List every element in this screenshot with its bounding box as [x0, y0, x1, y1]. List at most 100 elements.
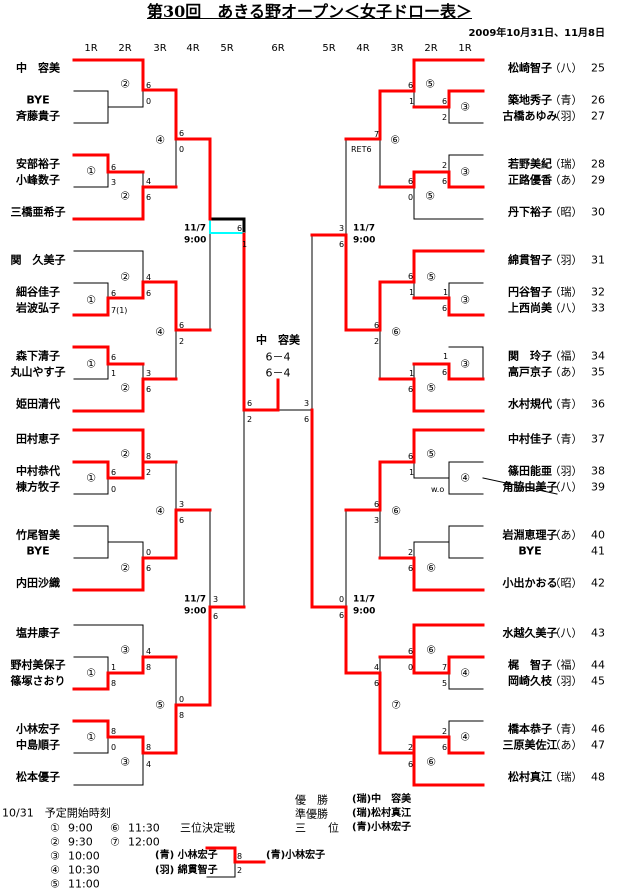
player-club: （八） [549, 480, 583, 494]
score: 6 [374, 679, 380, 688]
score: 3 [213, 595, 219, 604]
result-name: (瑞)松村真江 [352, 808, 412, 819]
match-number-icon: ⑥ [426, 755, 436, 769]
score: 8 [146, 743, 152, 752]
player-number: 38 [591, 464, 605, 478]
player-club: （八） [549, 626, 583, 640]
final-set-1: 6－4 [265, 350, 291, 364]
player-number: 34 [591, 349, 605, 363]
score: 3 [304, 399, 310, 408]
start-time-value: 11:00 [68, 877, 100, 891]
player-club: （昭） [549, 576, 583, 590]
start-time-mark: ⑤ [50, 877, 60, 891]
score: 6 [408, 272, 414, 281]
match-number-icon: ④ [155, 325, 165, 339]
score: 0 [339, 595, 345, 604]
score: 6 [408, 385, 414, 394]
score: 2 [408, 548, 414, 557]
match-number-icon: ③ [460, 165, 470, 179]
player-name-left: 中 容美 [16, 61, 60, 75]
player-name-left: 篠塚さおり [10, 674, 66, 688]
player-number: 33 [591, 301, 605, 315]
winner-line [72, 280, 212, 332]
player-name-right: 古橋あゆみ [502, 109, 558, 123]
winner-line [72, 58, 212, 221]
player-number: 39 [591, 480, 605, 494]
player-name-right: 岡崎久枝 [508, 674, 552, 688]
winner-line [310, 408, 485, 755]
winner-line [72, 185, 178, 221]
player-name-left: 丸山やす子 [10, 365, 66, 379]
event-date: 2009年10月31日、11月8日 [468, 28, 605, 39]
player-number: 35 [591, 365, 605, 379]
round-label-left: 2R [118, 43, 132, 54]
round-label-right: 1R [458, 43, 472, 54]
third-place-heading: 三位決定戦 [180, 821, 235, 835]
player-name-left: 棟方牧子 [16, 480, 60, 494]
round-label-right: 5R [322, 43, 336, 54]
schedule-date: 11/7 [353, 594, 376, 605]
score: 3 [374, 516, 380, 525]
start-time-value: 10:30 [68, 863, 100, 877]
player-name-right: 上西尚美 [508, 301, 552, 315]
player-name-left: 田村恵子 [16, 432, 60, 446]
player-name-right: 円谷智子 [508, 285, 552, 299]
player-number: 29 [591, 173, 605, 187]
score: 4 [146, 760, 152, 769]
round-label-left: 1R [84, 43, 98, 54]
score: 3 [111, 178, 117, 187]
player-name-right: 松崎智子 [508, 61, 552, 75]
player-name-right: 梶 智子 [508, 658, 552, 672]
player-club: （昭） [549, 205, 583, 219]
player-name-right: BYE [518, 544, 542, 558]
player-name-left: 三橋亜希子 [10, 205, 66, 219]
winner-line [72, 153, 145, 174]
score: 6 [408, 760, 414, 769]
score: 2 [442, 161, 448, 170]
player-number: 47 [591, 738, 605, 752]
player-name-left: 斉藤貴子 [16, 109, 60, 123]
start-time-value: 9:30 [68, 835, 93, 849]
start-time-mark: ③ [50, 849, 60, 863]
player-club: （青） [549, 93, 583, 107]
third-place-score-2: 2 [237, 866, 243, 875]
round-label-left: 3R [153, 43, 167, 54]
match-number-icon: ② [120, 270, 130, 284]
score: 6 [179, 516, 185, 525]
result-label: 三 位 [295, 821, 339, 835]
player-name-left: BYE [26, 93, 50, 107]
player-club: （八） [549, 61, 583, 75]
match-number-icon: ③ [460, 293, 470, 307]
player-number: 28 [591, 157, 605, 171]
winner-line [72, 460, 145, 480]
match-number-icon: ⑤ [426, 270, 436, 284]
winner-line [242, 232, 280, 412]
winner-line [344, 58, 485, 141]
player-name-right: 綿貫智子 [508, 253, 552, 267]
player-name-left: BYE [26, 544, 50, 558]
player-club: （青） [549, 397, 583, 411]
start-times-heading: 10/31 予定開始時刻 [2, 806, 111, 820]
result-label: 準優勝 [295, 807, 328, 821]
match-number-icon: ③ [460, 357, 470, 371]
player-number: 32 [591, 285, 605, 299]
match-number-icon: ⑦ [391, 698, 401, 712]
player-number: 27 [591, 109, 605, 123]
player-name-left: 塩井康子 [16, 626, 60, 640]
score: 6 [111, 353, 117, 362]
match-number-icon: ② [120, 447, 130, 461]
player-name-right: 小出かおる [502, 576, 558, 590]
player-name-left: 安部裕子 [16, 157, 60, 171]
score: 6 [179, 321, 185, 330]
score: w.o [431, 485, 445, 494]
score: 0 [408, 663, 414, 672]
player-name-right: 橋本恭子 [508, 722, 552, 736]
round-label-left: 5R [220, 43, 234, 54]
third-place-player-1: (青) 小林宏子 [155, 850, 218, 861]
score: 0 [179, 145, 185, 154]
start-time-value: 10:00 [68, 849, 100, 863]
player-name-right: 篠田能亜 [508, 464, 552, 478]
match-number-icon: ⑤ [155, 698, 165, 712]
player-number: 45 [591, 674, 605, 688]
